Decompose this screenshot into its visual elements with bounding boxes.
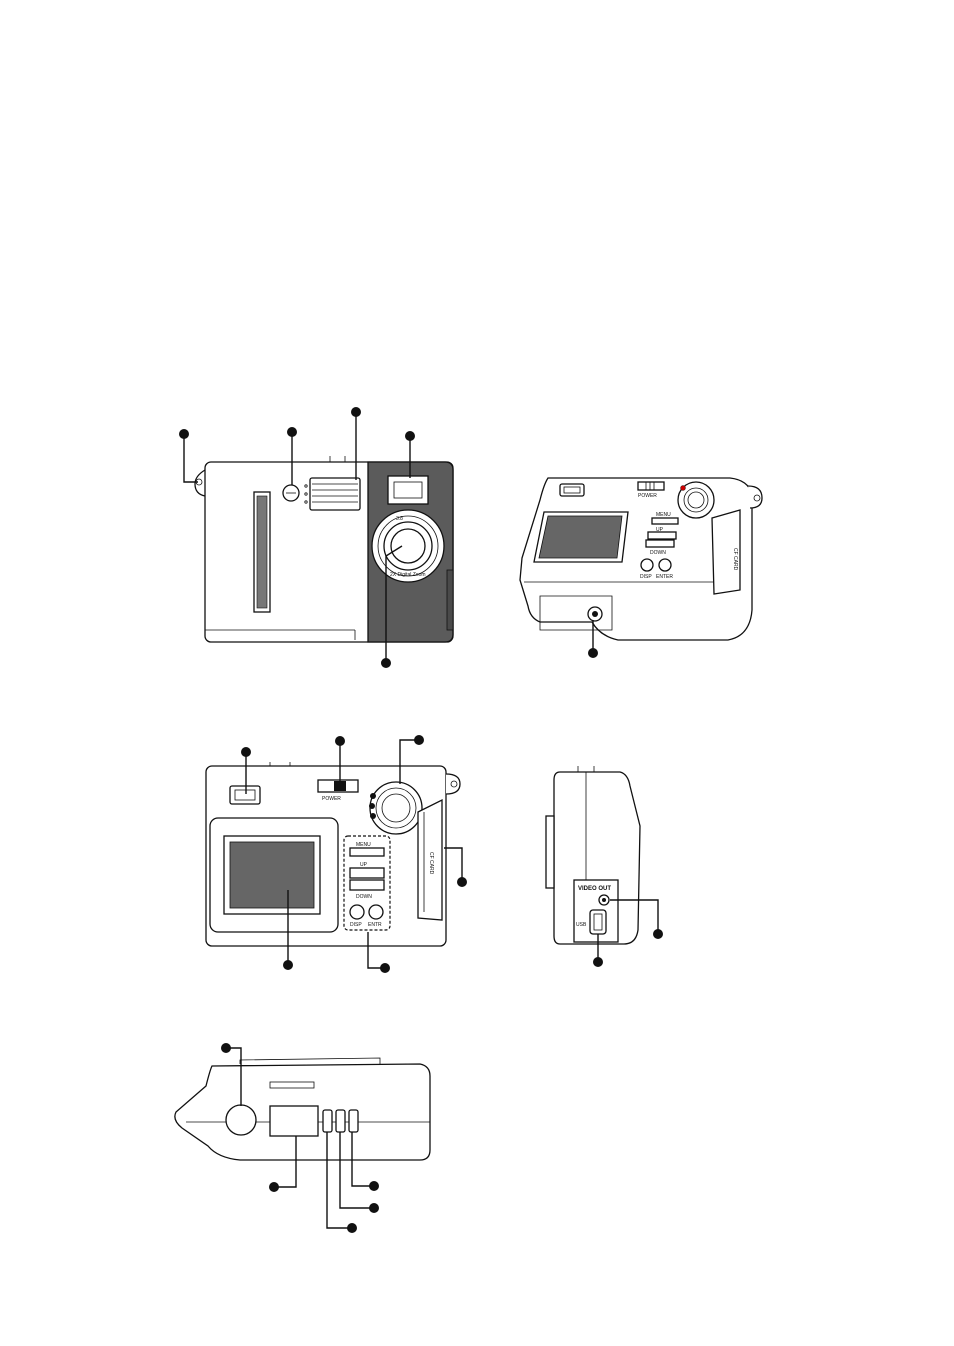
card-label: CF CARD [732,548,738,571]
status-panel [269,1105,319,1137]
strap-lug [445,773,461,795]
menu-label: MENU [356,842,371,848]
callout-dot [241,747,251,757]
side-view: VIDEO OUT USB [545,766,663,967]
callout-dot [414,735,424,745]
callout-dot [457,877,467,887]
callout-dot [179,429,189,439]
flash [309,477,361,511]
usb-label: USB [576,922,587,928]
up-button[interactable] [349,867,385,879]
callout-dot [593,957,603,967]
strap-lug [747,485,763,509]
mode-dial[interactable] [369,781,423,835]
enter-label: ENTER [656,574,673,580]
mode-dial[interactable] [677,481,715,519]
enter-button[interactable] [368,904,384,920]
callout-dot [347,1223,357,1233]
down-button[interactable] [349,879,385,891]
down-button[interactable] [645,539,675,548]
lcd-screen [538,515,623,559]
disp-label: DISP [350,922,362,928]
grip-edge [446,569,454,631]
strap-lug [194,469,206,497]
menu-button[interactable] [651,517,679,525]
callout-dot [381,658,391,668]
power-switch[interactable] [637,481,665,491]
disp-button[interactable] [640,558,654,572]
shutter-button[interactable] [225,1104,257,1136]
callout-dot [588,648,598,658]
menu-button[interactable] [349,847,385,857]
back-angle-view: POWER MENU UP DOWN DISP ENTER CF CARD [519,477,763,658]
callout-dot [653,929,663,939]
up-label: UP [360,862,368,868]
callout-dot [405,431,415,441]
side-lens-edge [545,815,555,889]
power-label: POWER [638,493,657,499]
menu-label: MENU [656,512,671,518]
callout-dot [351,407,361,417]
up-label: UP [656,527,664,533]
down-label: DOWN [356,894,372,900]
power-label: POWER [322,796,341,802]
top-button-1[interactable] [322,1109,333,1133]
lens-glass [390,528,426,564]
lens-ring-text-top: 3.8 [396,516,403,522]
callout-dot [269,1182,279,1192]
video-out-label: VIDEO OUT [578,886,611,892]
disp-label: DISP [640,574,652,580]
dial-mark [680,485,686,491]
callout-dot [283,960,293,970]
viewfinder [229,785,261,805]
lcd-screen [229,841,315,909]
callout-dot [221,1043,231,1053]
top-button-3[interactable] [348,1109,359,1133]
callout-lead [183,434,198,483]
callout-dot [380,963,390,973]
enter-label: ENTR [368,922,382,928]
disp-button[interactable] [349,904,365,920]
top-button-2[interactable] [335,1109,346,1133]
lens-ring-text-bottom: 2X Digital Zoom [390,572,426,578]
card-door[interactable] [711,509,741,595]
enter-button[interactable] [658,558,672,572]
callout-dot [369,1203,379,1213]
callout-dot [369,1181,379,1191]
callout-dot [287,427,297,437]
usb-port[interactable] [589,909,607,935]
top-view [174,1043,431,1233]
up-button[interactable] [647,531,677,540]
control-buttons-group [343,835,391,931]
back-view: POWER MENU UP DOWN DISP ENTR CF CARD [205,735,467,973]
card-label: CF CARD [428,852,434,875]
callout-dot [335,736,345,746]
viewfinder [559,483,585,497]
down-label: DOWN [650,550,666,556]
front-view: 3.8 2X Digital Zoom [179,407,454,668]
